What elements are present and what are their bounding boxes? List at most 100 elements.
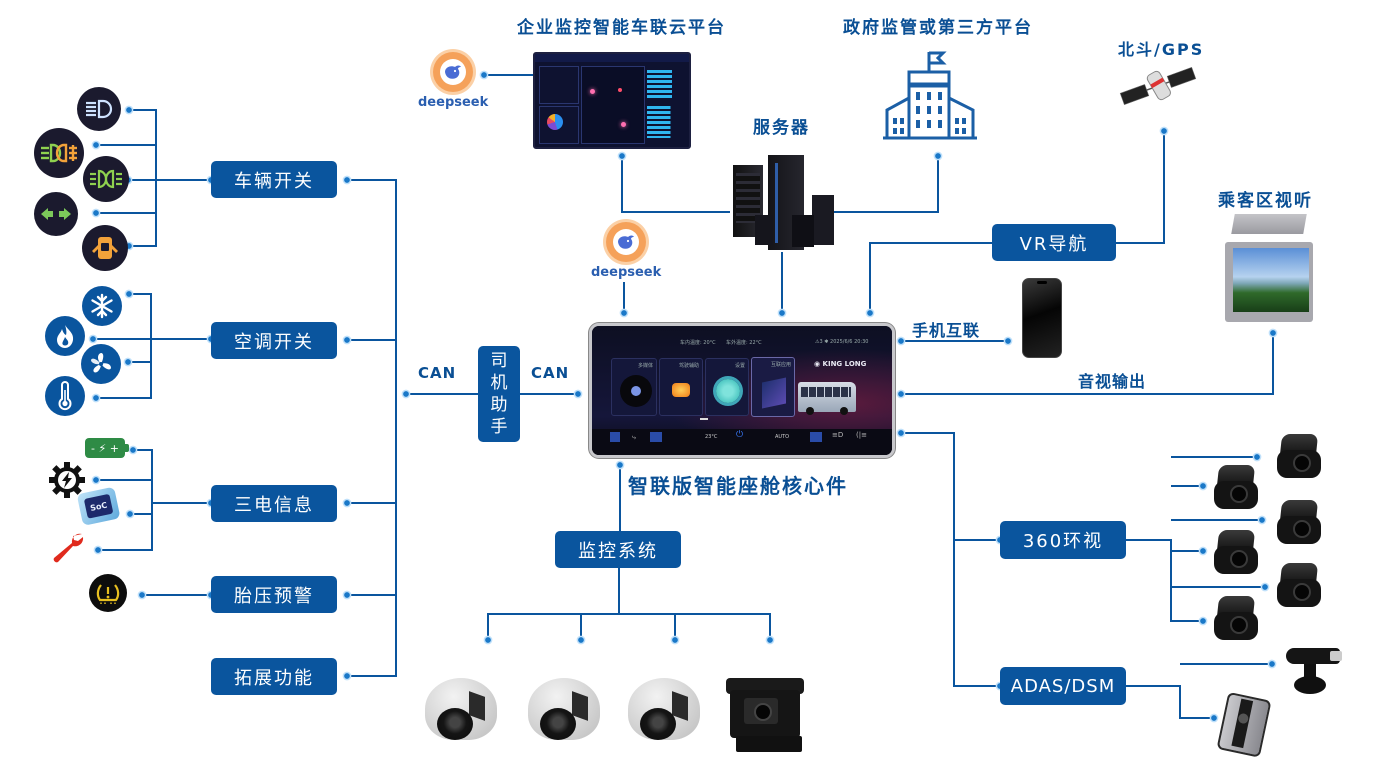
ac-temp[interactable]: 23°C xyxy=(705,434,718,440)
connector-dot xyxy=(896,428,906,438)
card-label: 多媒体 xyxy=(637,363,653,369)
connector-dot xyxy=(670,635,680,645)
battery-icon-text: - ⚡ + xyxy=(91,441,119,455)
connector-dot xyxy=(1252,452,1262,462)
node-extended-functions[interactable]: 拓展功能 xyxy=(211,658,337,695)
connector-dot xyxy=(576,635,586,645)
node-label: 拓展功能 xyxy=(234,667,314,689)
node-vr-navigation[interactable]: VR导航 xyxy=(992,224,1116,261)
node-ac-switch[interactable]: 空调开关 xyxy=(211,322,337,359)
node-tire-pressure-warning[interactable]: 胎压预警 xyxy=(211,576,337,613)
node-adas-dsm[interactable]: ADAS/DSM xyxy=(1000,667,1126,705)
seat-heat-button[interactable] xyxy=(610,432,620,442)
defrost-button[interactable] xyxy=(810,432,822,442)
screen-card-connected-apps[interactable]: 互联应用 xyxy=(751,357,795,417)
connector-dot xyxy=(91,475,101,485)
window-button[interactable] xyxy=(650,432,662,442)
surround-camera-image xyxy=(1212,465,1260,513)
deepseek-text: deepseek xyxy=(591,265,662,280)
turn-signal-icon xyxy=(34,192,78,236)
connector-dot xyxy=(619,308,629,318)
connector-dot xyxy=(91,393,101,403)
connector-dot xyxy=(137,590,147,600)
connector-dot xyxy=(896,336,906,346)
dome-camera-image xyxy=(425,678,499,748)
connector-line xyxy=(1126,685,1214,719)
smartphone-image xyxy=(1022,278,1062,358)
screen-status: ⚠3 ✱ 2025/6/6 20:30 xyxy=(815,339,869,345)
connector-line xyxy=(1116,131,1165,244)
connector-line xyxy=(834,156,939,213)
beidou-gps-title: 北斗/GPS xyxy=(1118,40,1205,59)
headlight-button[interactable]: ≡D xyxy=(832,431,844,439)
connector-dot xyxy=(124,289,134,299)
connector-dot xyxy=(1257,515,1267,525)
connector-dot xyxy=(765,635,775,645)
connector-line xyxy=(129,109,157,247)
driver-assistant-char: 司 xyxy=(490,351,508,371)
connector-dot xyxy=(342,175,352,185)
connector-dot xyxy=(125,509,135,519)
brand-text: KING LONG xyxy=(822,360,867,368)
screen-card-driving-assist[interactable]: 驾驶辅助 xyxy=(659,358,703,416)
connector-dot xyxy=(123,357,133,367)
surround-camera-image xyxy=(1212,596,1260,644)
can-label-left: CAN xyxy=(418,364,457,382)
position-light-icon xyxy=(83,156,129,202)
driver-assistant-char: 机 xyxy=(490,373,508,393)
dome-camera-image xyxy=(528,678,602,748)
power-icon[interactable]: ⏻ xyxy=(736,430,744,440)
connector-dot xyxy=(1198,616,1208,626)
high-beam-icon xyxy=(77,87,121,131)
snowflake-icon xyxy=(82,286,122,326)
cloud-dashboard-monitor xyxy=(533,52,691,149)
passenger-av-title: 乘客区视听 xyxy=(1218,191,1313,211)
connector-dot xyxy=(1209,713,1219,723)
connector-dot xyxy=(401,389,411,399)
node-360-surround-view[interactable]: 360环视 xyxy=(1000,521,1126,559)
bus-rear-camera-image xyxy=(722,678,808,754)
soc-chip-icon: SoC xyxy=(76,486,124,530)
connector-line xyxy=(869,242,992,313)
connector-dot xyxy=(342,498,352,508)
connector-line xyxy=(901,432,1000,687)
recline-button[interactable]: ⤷ xyxy=(632,433,636,441)
screen-in-temp: 车内温度: 20°C xyxy=(680,340,716,346)
card-label: 驾驶辅助 xyxy=(678,363,699,369)
whale-icon xyxy=(445,65,462,79)
connector-dot xyxy=(1003,336,1013,346)
connector-dot xyxy=(128,445,138,455)
connector-dot xyxy=(342,671,352,681)
connector-dot xyxy=(124,105,134,115)
connector-dot xyxy=(1267,659,1277,669)
node-label: 车辆开关 xyxy=(234,170,314,192)
connector-line xyxy=(618,568,771,640)
card-label: 互联应用 xyxy=(770,362,791,368)
surround-camera-image xyxy=(1212,530,1260,578)
rear-fog-button[interactable]: (|≡ xyxy=(856,431,867,439)
node-label: 监控系统 xyxy=(578,540,658,562)
connector-dot xyxy=(342,590,352,600)
thermometer-icon xyxy=(45,376,85,416)
can-label-right: CAN xyxy=(531,364,570,382)
connector-dot xyxy=(1198,546,1208,556)
phone-link-label: 手机互联 xyxy=(912,321,981,340)
node-monitoring-system[interactable]: 监控系统 xyxy=(555,531,681,568)
dsm-camera-image xyxy=(1216,691,1273,758)
connector-dot xyxy=(93,545,103,555)
node-vehicle-switch[interactable]: 车辆开关 xyxy=(211,161,337,198)
av-output-label: 音视输出 xyxy=(1078,372,1147,391)
king-long-brand: ◉ KING LONG xyxy=(814,360,867,368)
connector-dot xyxy=(342,335,352,345)
cloud-platform-title: 企业监控智能车联云平台 xyxy=(517,18,726,38)
cockpit-screen: 车内温度: 20°C 车外温度: 22°C ⚠3 ✱ 2025/6/6 20:3… xyxy=(589,323,895,458)
screen-card-settings[interactable]: 设置 xyxy=(705,358,749,416)
screen-card-media[interactable]: 多媒体 xyxy=(611,358,657,416)
node-label: 空调开关 xyxy=(234,331,314,353)
node-three-electric-info[interactable]: 三电信息 xyxy=(211,485,337,522)
connector-dot xyxy=(1260,582,1270,592)
connector-dot xyxy=(896,389,906,399)
ac-mode[interactable]: AUTO xyxy=(775,434,790,440)
connector-dot xyxy=(933,151,943,161)
node-driver-assistant[interactable]: 司 机 助 手 xyxy=(478,346,520,442)
